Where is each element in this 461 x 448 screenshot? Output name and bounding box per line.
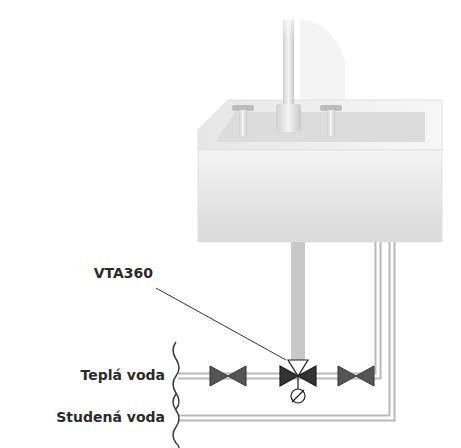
faucet-handle: [232, 105, 342, 136]
drain-pipe: [291, 242, 305, 362]
break-line: [173, 342, 179, 448]
leader-line: [156, 288, 286, 360]
pipe-label: Studená voda: [56, 410, 165, 425]
shutoff-valve: [210, 366, 374, 386]
shadow: [300, 20, 345, 110]
faucet-base: [276, 104, 301, 132]
pipe-label: Teplá voda: [80, 368, 165, 383]
water-pipes: [178, 242, 392, 418]
sink-front: [198, 150, 442, 242]
sink-top: [198, 100, 442, 150]
mixing-valve: [280, 360, 316, 403]
part-label: VTA360: [94, 266, 153, 281]
spout-fade: [283, 0, 294, 40]
